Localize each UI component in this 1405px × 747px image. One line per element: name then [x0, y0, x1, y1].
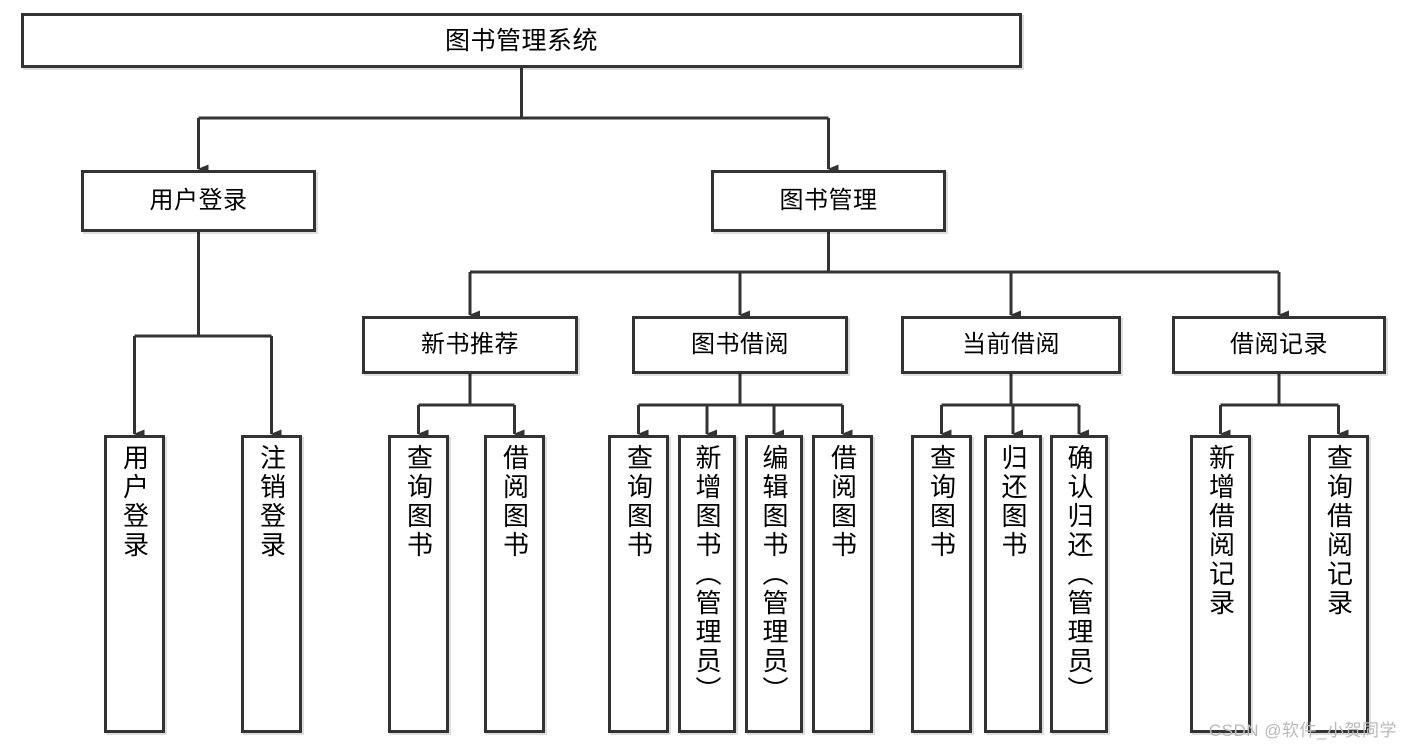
node-label: 归还图书 — [998, 444, 1028, 560]
node-borrow-record[interactable]: 借阅记录 — [1172, 316, 1386, 374]
node-leaf-user-login[interactable]: 用户登录 — [104, 435, 165, 733]
node-label: 图书管理 — [779, 186, 878, 214]
node-label: 确认归还（管理员） — [1064, 444, 1094, 705]
node-label: 借阅图书 — [827, 444, 858, 560]
node-leaf-query-book-2[interactable]: 查询图书 — [608, 435, 669, 733]
node-current-borrow[interactable]: 当前借阅 — [901, 316, 1121, 374]
node-label: 图书管理系统 — [444, 26, 598, 55]
node-label: 用户登录 — [149, 186, 248, 214]
node-leaf-query-record[interactable]: 查询借阅记录 — [1308, 435, 1369, 733]
node-leaf-user-logout[interactable]: 注销登录 — [241, 435, 302, 733]
node-leaf-query-book-3[interactable]: 查询图书 — [911, 435, 972, 733]
node-label: 编辑图书（管理员） — [759, 444, 789, 705]
node-leaf-borrow-book-2[interactable]: 借阅图书 — [812, 435, 873, 733]
node-label: 查询图书 — [623, 444, 654, 560]
node-label: 新增借阅记录 — [1205, 444, 1236, 618]
node-leaf-query-book-1[interactable]: 查询图书 — [388, 435, 449, 733]
node-leaf-borrow-book-1[interactable]: 借阅图书 — [484, 435, 545, 733]
node-leaf-confirm-return[interactable]: 确认归还（管理员） — [1050, 435, 1108, 733]
node-label: 查询图书 — [926, 444, 957, 560]
node-label: 新增图书（管理员） — [692, 444, 722, 705]
node-label: 新书推荐 — [421, 330, 519, 358]
node-label: 注销登录 — [256, 444, 287, 560]
node-root[interactable]: 图书管理系统 — [21, 13, 1022, 68]
node-book-borrow[interactable]: 图书借阅 — [632, 316, 848, 374]
node-leaf-add-book[interactable]: 新增图书（管理员） — [678, 435, 736, 733]
node-book-manage[interactable]: 图书管理 — [711, 170, 946, 232]
node-leaf-add-record[interactable]: 新增借阅记录 — [1190, 435, 1251, 733]
node-label: 借阅记录 — [1230, 330, 1328, 358]
node-label: 查询图书 — [403, 444, 434, 560]
node-label: 查询借阅记录 — [1323, 444, 1354, 618]
node-user-login[interactable]: 用户登录 — [81, 170, 316, 232]
node-new-book-rec[interactable]: 新书推荐 — [362, 316, 578, 374]
node-label: 当前借阅 — [962, 330, 1060, 358]
node-label: 用户登录 — [119, 444, 150, 560]
node-leaf-return-book[interactable]: 归还图书 — [984, 435, 1042, 733]
node-leaf-edit-book[interactable]: 编辑图书（管理员） — [745, 435, 803, 733]
node-label: 借阅图书 — [499, 444, 530, 560]
watermark: CSDN @软件_小贺同学 — [1208, 721, 1397, 740]
node-label: 图书借阅 — [691, 330, 789, 358]
